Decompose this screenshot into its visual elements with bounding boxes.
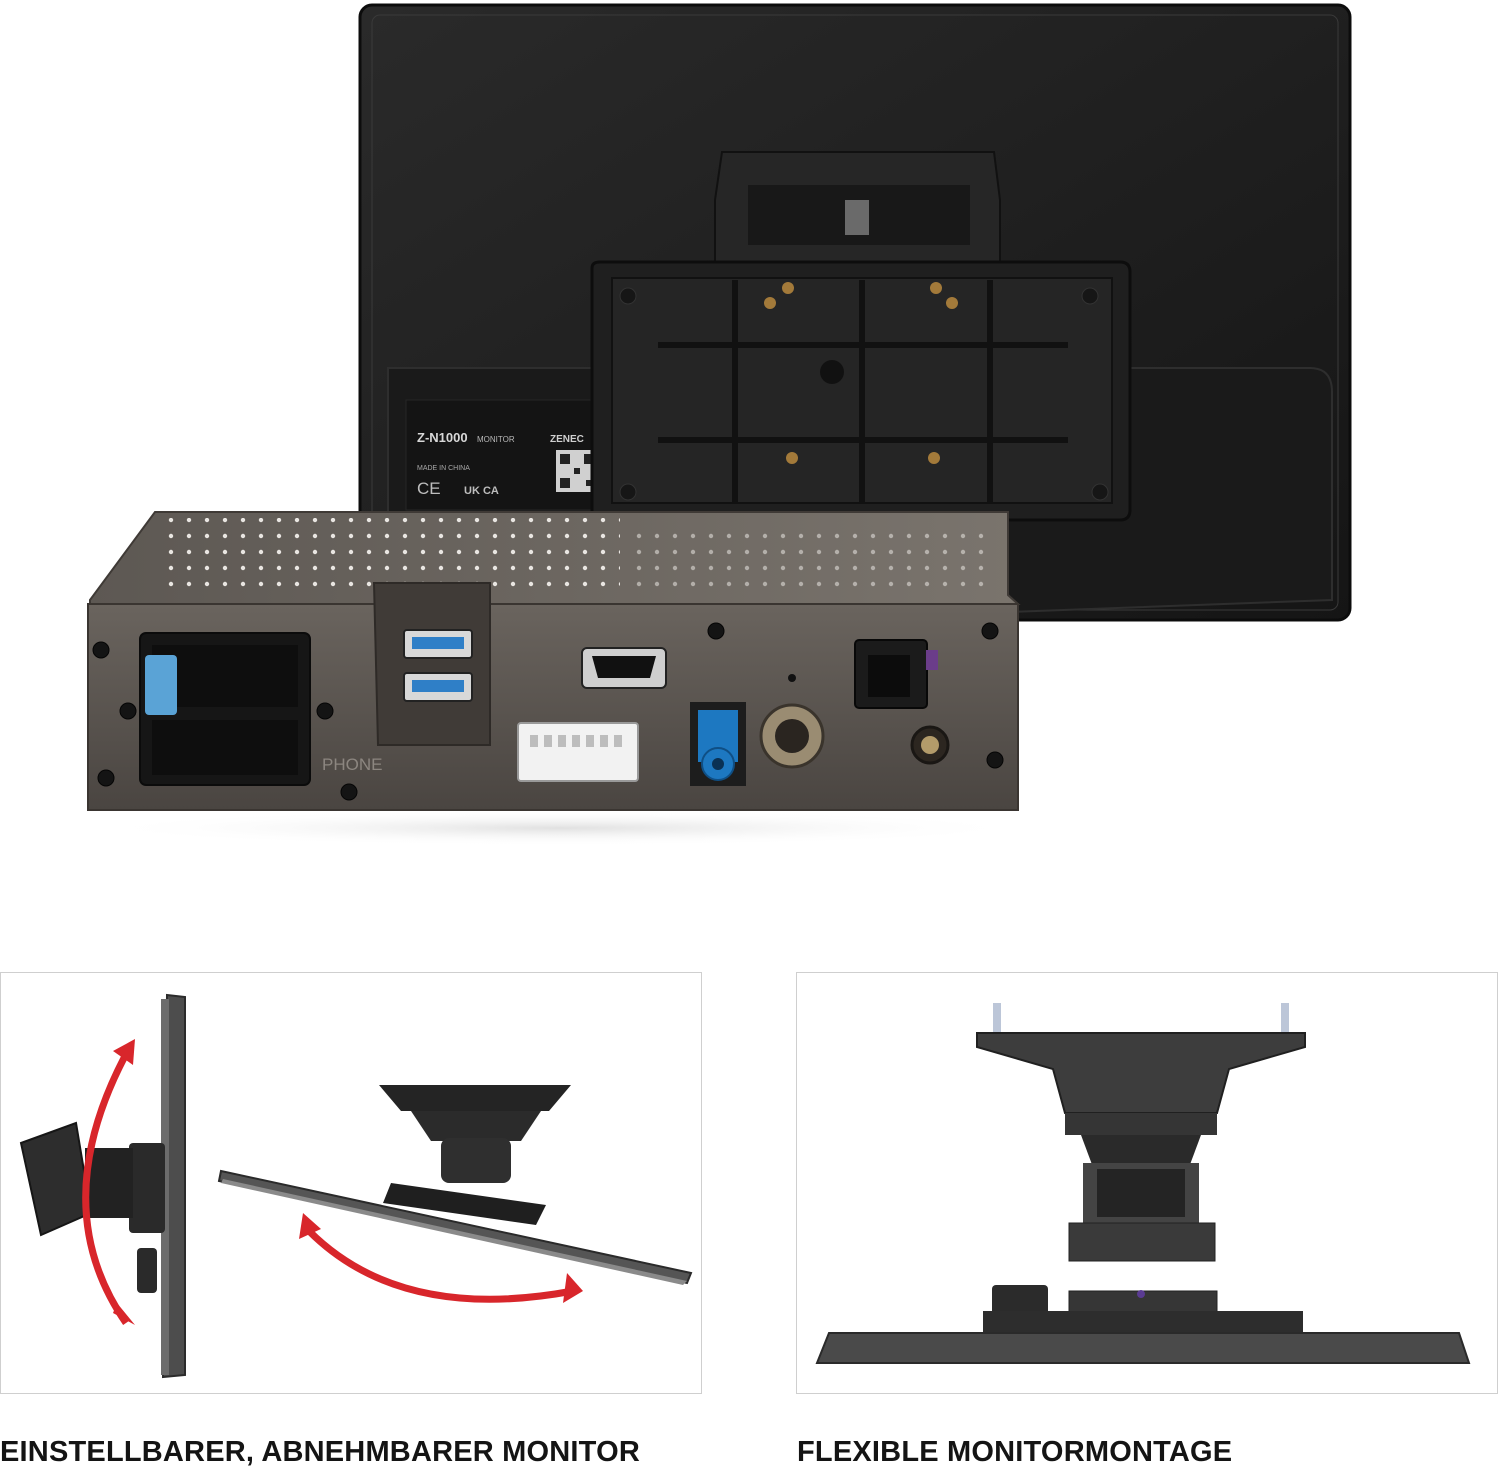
caption-adjustable-monitor: EINSTELLBARER, ABNEHMBARER MONITOR xyxy=(0,1436,640,1468)
caption-flexible-mounting: FLEXIBLE MONITORMONTAGE xyxy=(797,1436,1233,1468)
rotation-arrow-horizontal xyxy=(306,1228,574,1303)
flexible-mounting-illustration xyxy=(815,1003,1471,1364)
model-label: Z-N1000 xyxy=(417,430,468,445)
model-suffix: MONITOR xyxy=(477,435,515,444)
rotation-arrow-vertical xyxy=(82,1043,135,1325)
base-unit: PHONE xyxy=(87,511,1021,811)
monitor-mount-bracket xyxy=(590,151,1132,522)
ce-mark: CE xyxy=(417,479,441,498)
fuse-icon xyxy=(145,655,177,715)
ukca-mark: UK CA xyxy=(464,485,499,497)
phone-label: PHONE xyxy=(322,755,382,774)
flexible-mounting-panel xyxy=(796,972,1498,1394)
made-in-label: MADE IN CHINA xyxy=(417,465,470,472)
adjustable-monitor-illustration xyxy=(19,993,693,1379)
white-connector xyxy=(517,722,639,782)
adjustable-monitor-panel xyxy=(0,972,702,1394)
product-photo: Z-N1000 MONITOR ZENEC MADE IN CHINA CE U… xyxy=(87,3,1352,846)
brand-label: ZENEC xyxy=(550,434,584,445)
